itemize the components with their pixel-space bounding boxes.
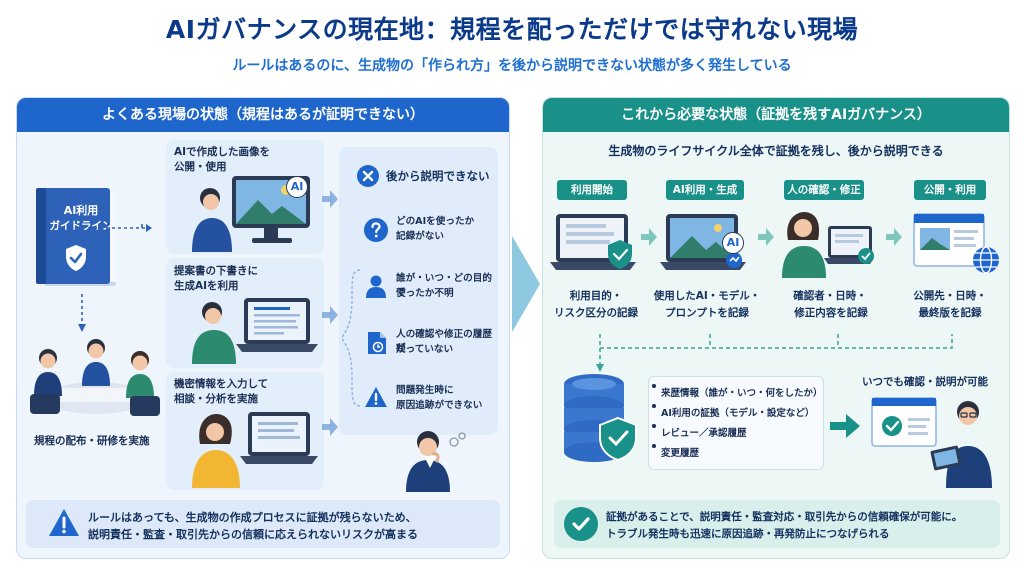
scene-2-line1: 提案書の下書きに: [174, 265, 258, 277]
arrow-right-icon: [830, 414, 860, 442]
right-panel: これから必要な状態（証拠を残すAIガバナンス）: [542, 97, 1010, 559]
scene-1-line2: 公開・使用: [174, 161, 227, 173]
scene-1-illustration: AI: [186, 170, 320, 252]
stage-4-label-line1: 公開先・日時・: [913, 290, 987, 302]
evidence-item: 変更履歴: [661, 448, 700, 459]
issue-4-line2: 原因追跡ができない: [396, 400, 483, 411]
stage-4-badge: 公開・利用: [914, 180, 986, 200]
issue-2-line1: 誰が・いつ・どの目的で: [396, 273, 492, 299]
issue-4-line1: 問題発生時に: [396, 385, 454, 396]
book-title-line2: ガイドライン: [49, 220, 113, 232]
x-circle-icon: [357, 165, 379, 191]
left-note-line2: 説明責任・監査・取引先からの信頼に応えられないリスクが高まる: [88, 528, 418, 541]
evidence-list: 来歴情報（誰が・いつ・何をしたか） AI利用の証拠（モデル・設定など） レビュー…: [648, 376, 824, 470]
meeting-caption: 規程の配布・研修を実施: [34, 435, 150, 447]
screen-ai-badge: AI: [286, 176, 308, 198]
arrow-right-icon: [641, 228, 657, 250]
stage-1-label-line1: 利用目的・: [569, 290, 623, 302]
meeting-illustration: [26, 336, 164, 428]
arrow-right-icon: [322, 306, 338, 328]
left-summary-note: ルールはあっても、生成物の作成プロセスに証拠が残らないため、 説明責任・監査・取…: [26, 500, 500, 548]
evidence-item: レビュー／承認履歴: [661, 428, 747, 439]
right-note-line1: 証拠があることで、説明責任・監査対応・取引先からの信頼確保が可能に。: [606, 511, 963, 523]
stage-1-badge: 利用開始: [557, 180, 627, 200]
question-icon: [364, 218, 388, 246]
scene-3-illustration: [186, 404, 320, 488]
left-note-line1: ルールはあっても、生成物の作成プロセスに証拠が残らないため、: [88, 511, 417, 524]
warning-icon: [364, 386, 388, 412]
stage-3-badge: 人の確認・修正: [784, 180, 864, 200]
book-title-line1: AI利用: [63, 204, 99, 217]
stage-2-label-line2: プロンプトを記録: [665, 307, 749, 319]
stage-1-label-line2: リスク区分の記録: [554, 307, 638, 319]
chevron-right-icon: [512, 236, 542, 336]
arrow-right-icon: [322, 418, 338, 440]
arrow-right-icon: [322, 190, 338, 212]
evidence-item: AI利用の証拠（モデル・設定など）: [661, 408, 815, 419]
stage-2-label-line1: 使用したAI・モデル・: [653, 290, 761, 302]
guideline-book: AI利用 ガイドライン: [30, 186, 122, 290]
issues-title: 後から説明できない: [386, 169, 490, 183]
right-panel-header: これから必要な状態（証拠を残すAIガバナンス）: [543, 98, 1009, 132]
stage-3-label-line2: 修正内容を記録: [794, 307, 868, 319]
evidence-bullets: [652, 384, 658, 464]
lifecycle-intro: 生成物のライフサイクル全体で証拠を残し、後から説明できる: [608, 144, 944, 158]
stage-1-illustration: [550, 210, 642, 278]
issues-bracket: [341, 269, 361, 407]
issue-3-line1: 人の確認や修正の履歴が: [396, 329, 492, 355]
shield-check-icon: [64, 244, 88, 276]
stage-3-label-line1: 確認者・日時・: [793, 290, 867, 302]
issue-1-line1: どのAIを使ったか: [396, 216, 475, 227]
verification-screen: [870, 392, 998, 488]
stage-2-badge: AI利用・生成: [666, 180, 744, 200]
right-summary-note: 証拠があることで、説明責任・監査対応・取引先からの信頼確保が可能に。 トラブル発…: [554, 500, 1000, 548]
issues-box: [339, 147, 498, 435]
scene-1-line1: AIで作成した画像を: [174, 146, 271, 158]
stage-2-illustration: AI: [660, 210, 752, 278]
book-connectors: [78, 224, 152, 332]
page-title: AIガバナンスの現在地：規程を配っただけでは守れない現場: [165, 15, 859, 44]
thinking-person-illustration: [398, 428, 474, 492]
scene-3-line2: 相談・分析を実施: [174, 393, 258, 405]
document-history-icon: [366, 330, 388, 360]
arrow-right-icon: [758, 228, 774, 250]
issue-1-line2: 記録がない: [396, 231, 444, 242]
stage-ai-badge: AI: [722, 232, 744, 254]
check-circle-icon: [564, 507, 598, 545]
lifecycle-collector-line: [596, 334, 953, 372]
stage-4-label-line2: 最終版を記録: [918, 307, 982, 319]
warning-icon: [48, 508, 80, 542]
database-icon: [560, 372, 644, 468]
page-subtitle: ルールはあるのに、生成物の「作られ方」を後から説明できない状態が多く発生している: [232, 58, 792, 74]
issue-3-line2: 残っていない: [396, 344, 454, 355]
evidence-item: 来歴情報（誰が・いつ・何をしたか）: [661, 388, 823, 399]
always-verifiable-label: いつでも確認・説明が可能: [862, 376, 988, 388]
scene-2-illustration: [186, 292, 320, 364]
right-note-line2: トラブル発生時も迅速に原因追跡・再発防止につなげられる: [606, 528, 890, 540]
stage-3-illustration: [782, 208, 878, 278]
stage-4-illustration: [910, 210, 1002, 276]
left-panel-header: よくある現場の状態（規程はあるが証明できない）: [17, 98, 509, 132]
issue-2-line2: 使ったか不明: [396, 288, 454, 299]
scene-2-line2: 生成AIを利用: [174, 280, 239, 292]
scene-3-line1: 機密情報を入力して: [174, 378, 269, 390]
arrow-right-icon: [886, 228, 902, 250]
person-icon: [364, 274, 388, 302]
